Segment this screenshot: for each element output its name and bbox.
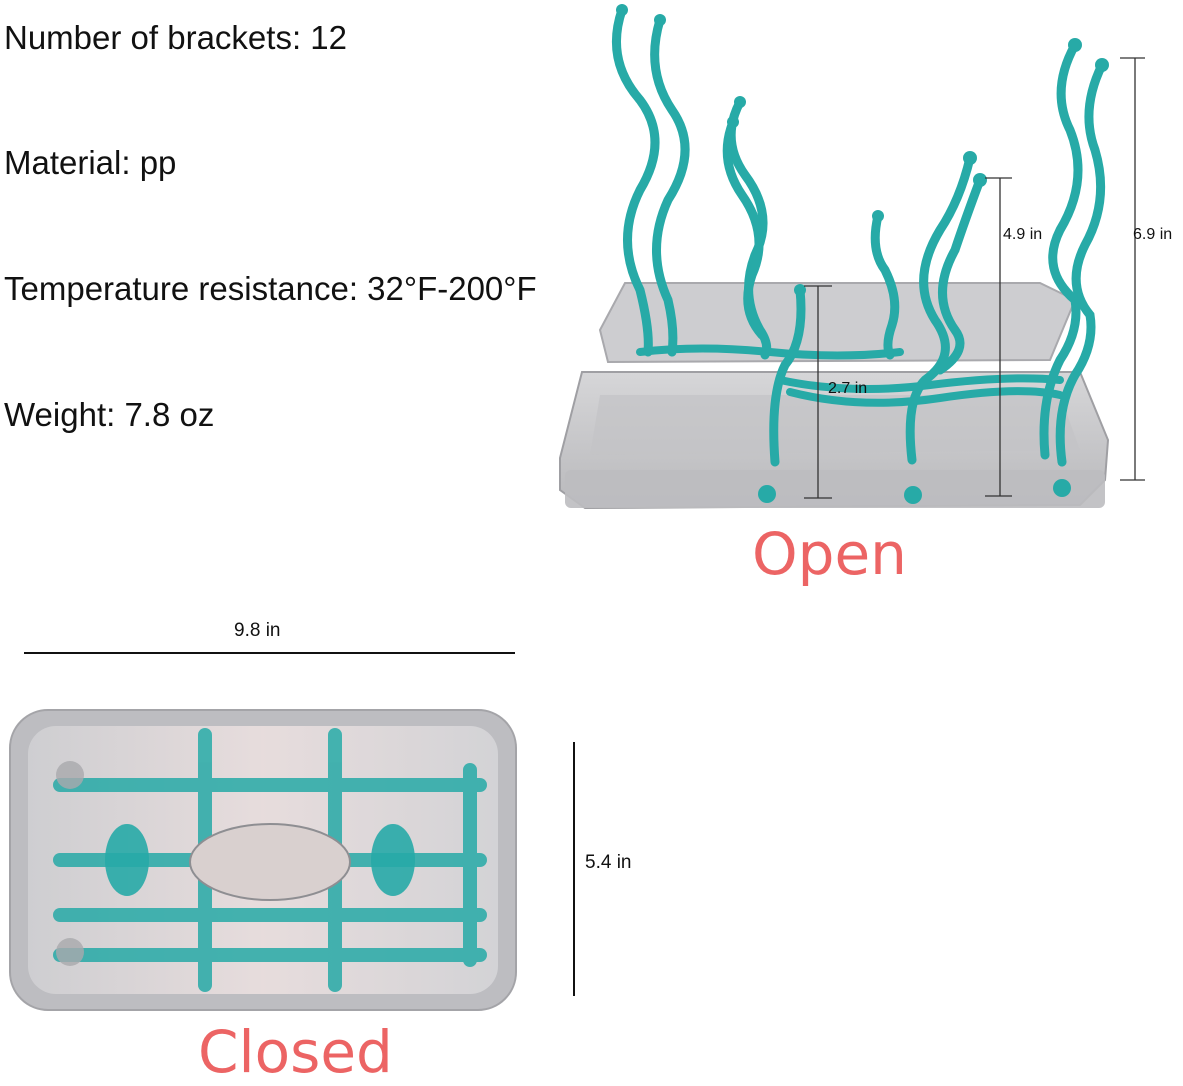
open-rack-image xyxy=(559,4,1145,510)
dimension-closed-height: 5.4 in xyxy=(585,852,632,873)
spec-material: Material: pp xyxy=(4,144,177,181)
dimension-open-tall: 6.9 in xyxy=(1133,226,1173,243)
spec-brackets: Number of brackets: 12 xyxy=(4,19,347,56)
spec-weight: Weight: 7.8 oz xyxy=(4,396,215,433)
dimension-open-mid: 4.9 in xyxy=(1003,226,1043,243)
spec-temperature: Temperature resistance: 32°F-200°F xyxy=(4,270,537,307)
dimension-open-short: 2.7 in xyxy=(828,380,868,397)
label-closed: Closed xyxy=(198,1018,393,1086)
closed-rack-image xyxy=(9,652,575,1011)
dimension-closed-width: 9.8 in xyxy=(234,620,281,641)
label-open: Open xyxy=(752,520,907,588)
